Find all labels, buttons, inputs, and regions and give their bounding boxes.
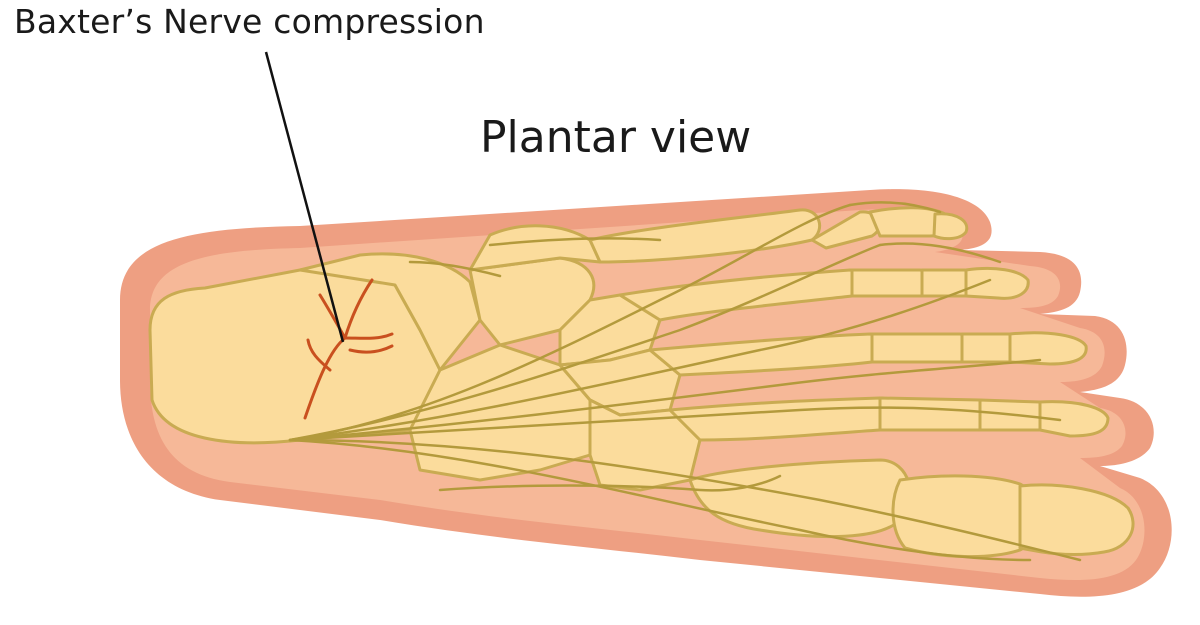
metatarsal-5 xyxy=(588,208,822,264)
plantar-nerves xyxy=(288,201,1082,562)
nerve-upper-twig xyxy=(488,237,662,247)
baxters-nerve-branch-c xyxy=(343,332,394,340)
nerve-lower-twig xyxy=(438,474,782,492)
baxters-nerve-trunk xyxy=(303,336,347,420)
callout-label: Baxter’s Nerve compression xyxy=(14,2,485,41)
nerve-branch-2 xyxy=(288,243,882,442)
navicular-prominence xyxy=(468,224,602,272)
nerve-toe4-twig xyxy=(878,242,1002,264)
baxters-nerve-branch-b xyxy=(318,293,347,340)
baxters-nerve-branch-e xyxy=(348,344,394,354)
callout-leader-line xyxy=(264,51,345,343)
baxters-nerve-branch-d xyxy=(306,338,332,372)
nerve-branch-6 xyxy=(288,438,1082,562)
phalanx-4-proximal xyxy=(850,268,934,298)
hallux-proximal xyxy=(891,474,1037,559)
nerve-branch-5 xyxy=(288,406,1062,442)
phalanx-3-distal xyxy=(1008,331,1088,366)
phalanx-3-proximal xyxy=(870,332,975,364)
nerve-branch-1 xyxy=(288,203,852,442)
nerve-toe5-twig xyxy=(848,201,942,214)
nerve-branch-3 xyxy=(288,278,992,442)
nerve-lateral-twig xyxy=(408,260,502,278)
phalanx-5-tip xyxy=(932,212,969,241)
view-title: Plantar view xyxy=(480,112,752,163)
nerve-branch-4 xyxy=(288,358,1042,442)
phalanx-2-proximal xyxy=(878,396,994,432)
phalanx-4-distal xyxy=(964,266,1030,300)
nerve-branch-7 xyxy=(288,438,1032,562)
baxters-nerve xyxy=(303,278,394,420)
phalanx-2-distal xyxy=(1038,400,1110,438)
baxters-nerve-branch-a xyxy=(343,278,374,340)
